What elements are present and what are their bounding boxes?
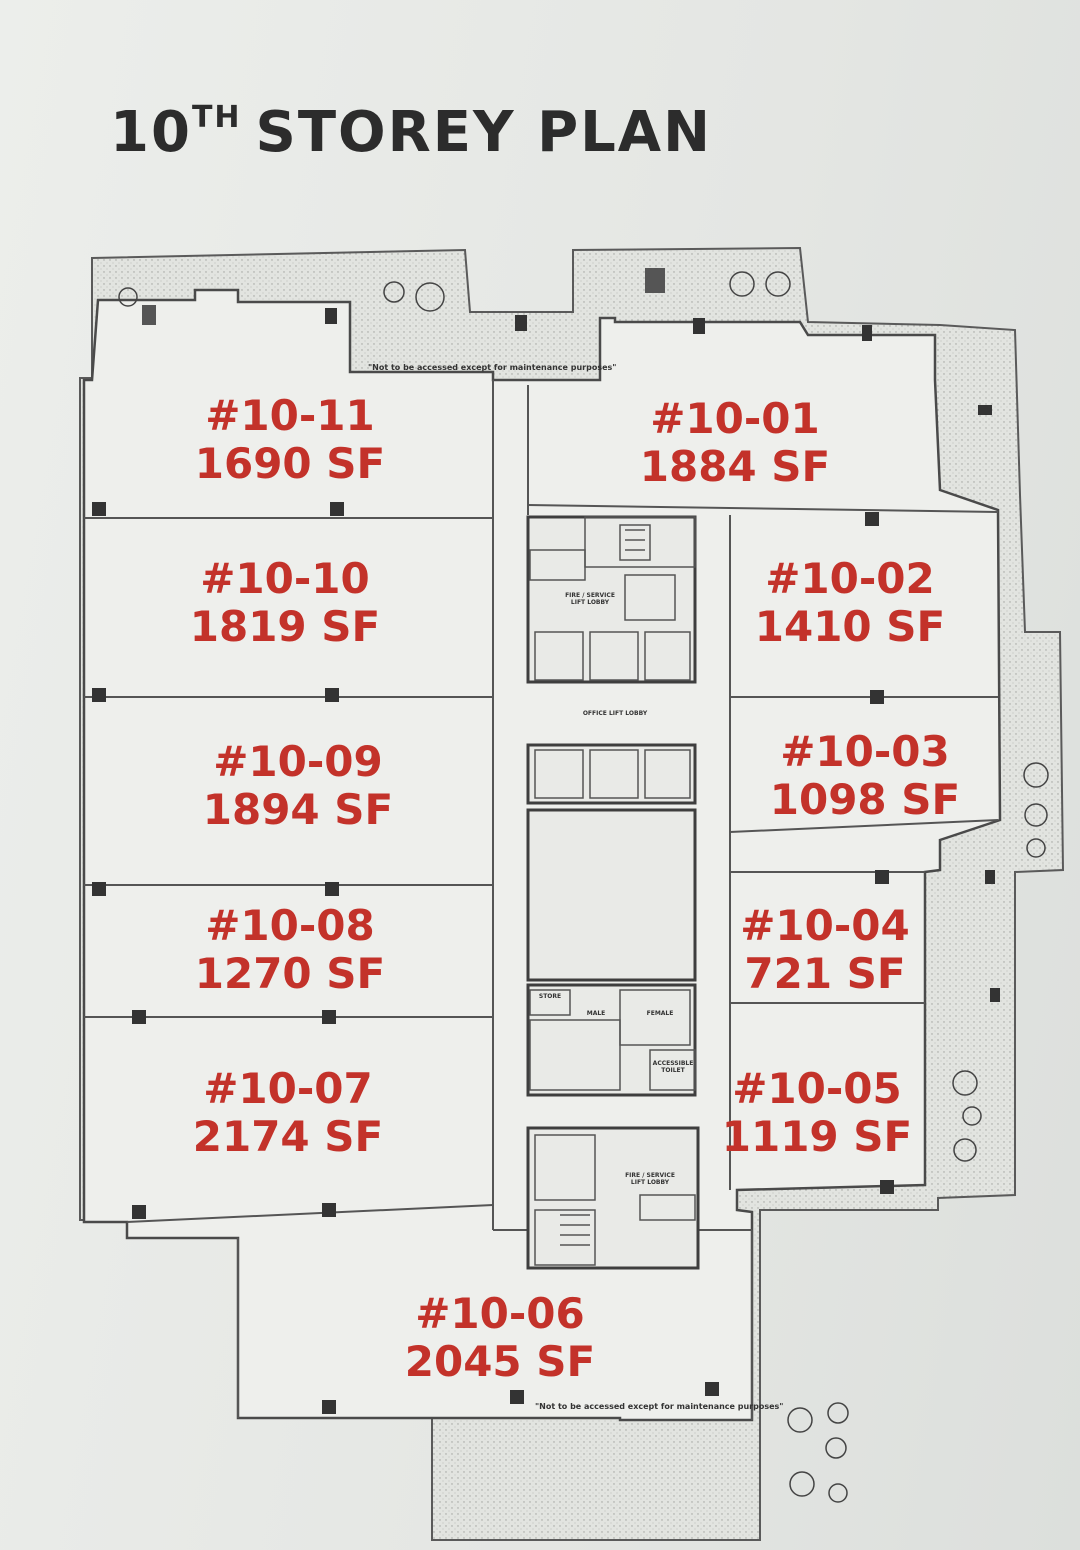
room-fire-lobby-top: FIRE / SERVICE LIFT LOBBY <box>565 592 615 606</box>
room-fire-lobby-bottom: FIRE / SERVICE LIFT LOBBY <box>625 1172 675 1186</box>
maintenance-note-top: "Not to be accessed except for maintenan… <box>368 363 617 372</box>
core-details <box>529 516 696 1266</box>
room-store: STORE <box>538 993 562 1000</box>
room-male: MALE <box>586 1010 606 1017</box>
planters <box>118 271 1049 1503</box>
room-accessible-toilet: ACCESSIBLE TOILET <box>652 1060 694 1074</box>
maintenance-note-bottom: "Not to be accessed except for maintenan… <box>535 1402 784 1411</box>
structural-columns <box>92 308 1000 1414</box>
building-core <box>526 515 700 1270</box>
unit-partitions <box>84 380 999 1420</box>
rooftop-units <box>142 268 665 325</box>
room-female: FEMALE <box>646 1010 674 1017</box>
room-office-lobby: OFFICE LIFT LOBBY <box>582 710 648 717</box>
